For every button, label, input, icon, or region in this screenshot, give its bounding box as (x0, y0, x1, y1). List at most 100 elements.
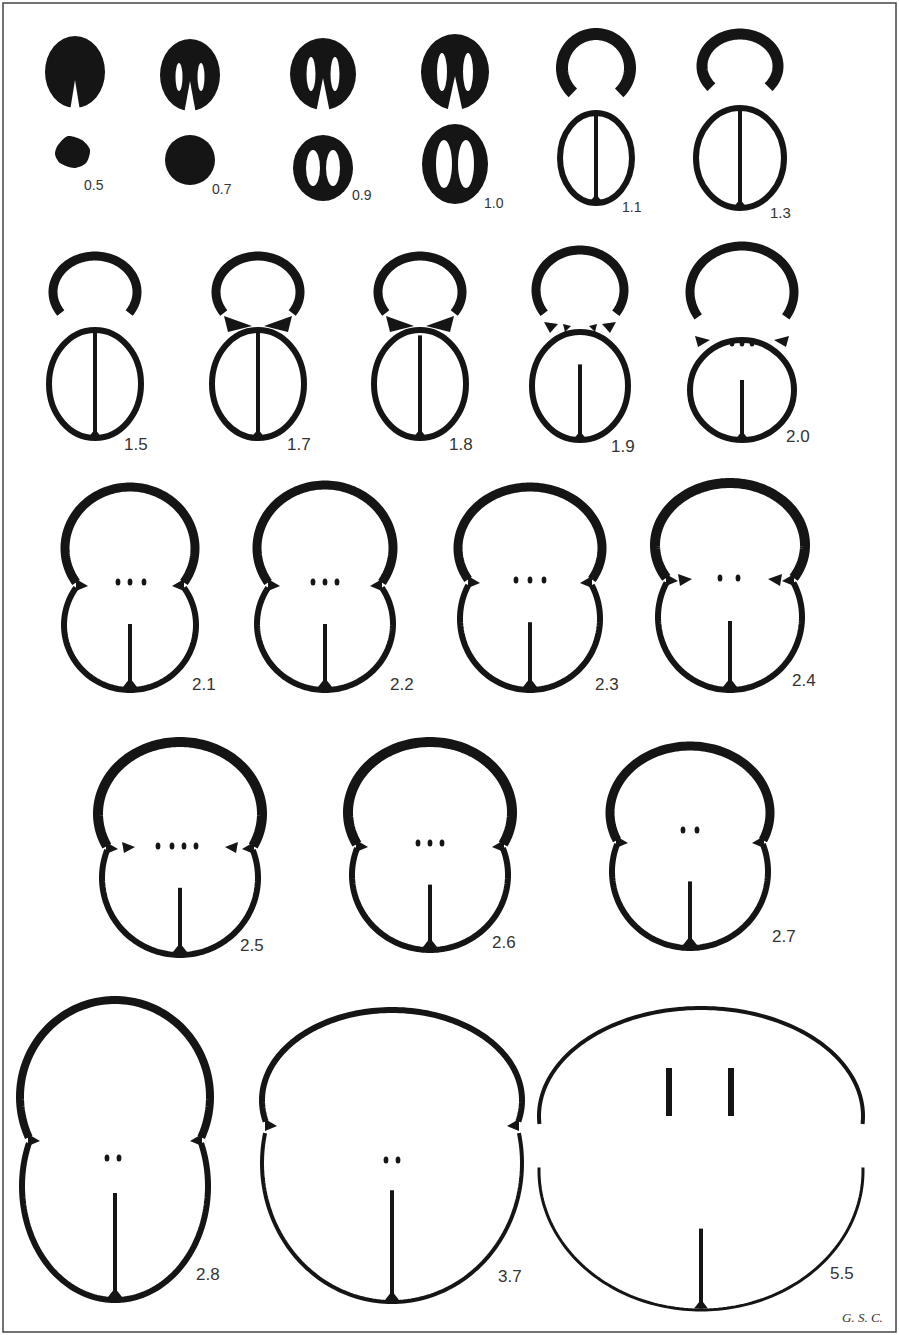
upper-shell (539, 1008, 863, 1124)
lower-shell (532, 332, 628, 440)
cross-section (421, 34, 489, 204)
waist-flap (190, 1134, 202, 1146)
upper-slit (463, 53, 473, 91)
cross-section (20, 1000, 210, 1300)
lower-shell (102, 850, 258, 955)
artist-signature: G. S. C. (842, 1311, 883, 1324)
section-fragment (264, 316, 292, 332)
median-septum (128, 624, 132, 687)
waist-flap (616, 836, 628, 848)
stage-number: 2.6 (492, 934, 516, 951)
section-fragment (426, 316, 454, 332)
section-dot (514, 576, 519, 583)
median-septum (728, 621, 732, 687)
upper-notch (184, 81, 196, 114)
stage-number: 2.7 (772, 928, 796, 945)
median-septum (113, 1193, 117, 1297)
upper-shell (702, 34, 778, 87)
lower-shell (612, 844, 768, 948)
upper-shell (262, 1010, 522, 1122)
upper-slit (176, 63, 183, 91)
stage-number: 2.2 (390, 676, 414, 693)
stage-number: 1.5 (124, 436, 148, 453)
septum-foot (251, 429, 265, 438)
waist-flap (580, 576, 592, 588)
waist-flap (76, 579, 88, 591)
section-fragment (544, 322, 558, 333)
section-fragment (386, 316, 414, 332)
upper-shell (610, 746, 770, 840)
waist-flap (265, 1119, 277, 1131)
median-septum (418, 335, 422, 438)
section-dot (311, 578, 316, 585)
waist-flap (356, 840, 368, 852)
stage-number: 2.4 (792, 672, 816, 689)
section-dot (730, 339, 735, 346)
stage-number: 1.8 (449, 436, 473, 453)
section-bar (728, 1068, 734, 1116)
cross-section (257, 485, 393, 690)
section-dot (440, 839, 445, 846)
lower-shell (262, 1133, 522, 1302)
section-dot (142, 578, 147, 585)
septum-foot (723, 678, 737, 687)
waist-flap (752, 836, 764, 848)
waist-flap (268, 579, 280, 591)
section-dot (396, 1156, 401, 1163)
lower-shell (690, 340, 794, 440)
section-dot (695, 826, 700, 833)
upper-shell (65, 487, 195, 583)
section-dot (117, 1154, 122, 1161)
upper-shell (655, 483, 805, 578)
median-septum (323, 624, 327, 687)
stage-number: 1.3 (770, 205, 791, 220)
waist-flap (28, 1134, 40, 1146)
median-septum (528, 622, 532, 687)
median-septum (578, 364, 582, 440)
stage-number: 2.8 (196, 1266, 220, 1283)
upper-slit (307, 57, 316, 91)
lower-shell (374, 330, 466, 438)
cross-section (212, 256, 304, 438)
upper-shell (257, 485, 393, 582)
section-dot (335, 578, 340, 585)
stage-number: 1.9 (611, 438, 635, 455)
septum-foot (123, 678, 137, 687)
septum-foot (733, 199, 747, 208)
section-dot (740, 339, 745, 346)
lower-part (55, 136, 90, 168)
section-fragment (225, 842, 238, 853)
median-septum (738, 108, 742, 208)
upper-shell (458, 487, 602, 579)
upper-shell (348, 742, 512, 844)
lower-shell (696, 108, 784, 208)
waist-flap (242, 842, 254, 854)
median-septum (699, 1229, 703, 1309)
upper-shell (562, 34, 630, 93)
upper-shell (690, 246, 794, 317)
cross-section (532, 250, 628, 440)
lower-cavity (458, 140, 474, 188)
upper-slit (437, 53, 447, 91)
cross-section (290, 38, 356, 201)
section-fragment (589, 324, 597, 332)
upper-shell (216, 256, 300, 313)
cross-section (64, 487, 196, 690)
lower-shell (560, 113, 632, 203)
stage-number: 2.0 (786, 428, 810, 445)
stage-number: 0.7 (212, 182, 231, 196)
stage-number: 2.1 (192, 676, 216, 693)
lower-shell (539, 1168, 863, 1310)
section-fragment (122, 842, 135, 853)
section-fragment (768, 574, 782, 586)
lower-cavity (306, 150, 320, 186)
waist-flap (492, 840, 504, 852)
septum-foot (694, 1300, 708, 1309)
septum-foot (108, 1288, 122, 1297)
lower-cavity (436, 140, 452, 188)
waist-flap (507, 1119, 519, 1131)
median-septum (256, 330, 260, 438)
septum-foot (423, 938, 437, 947)
